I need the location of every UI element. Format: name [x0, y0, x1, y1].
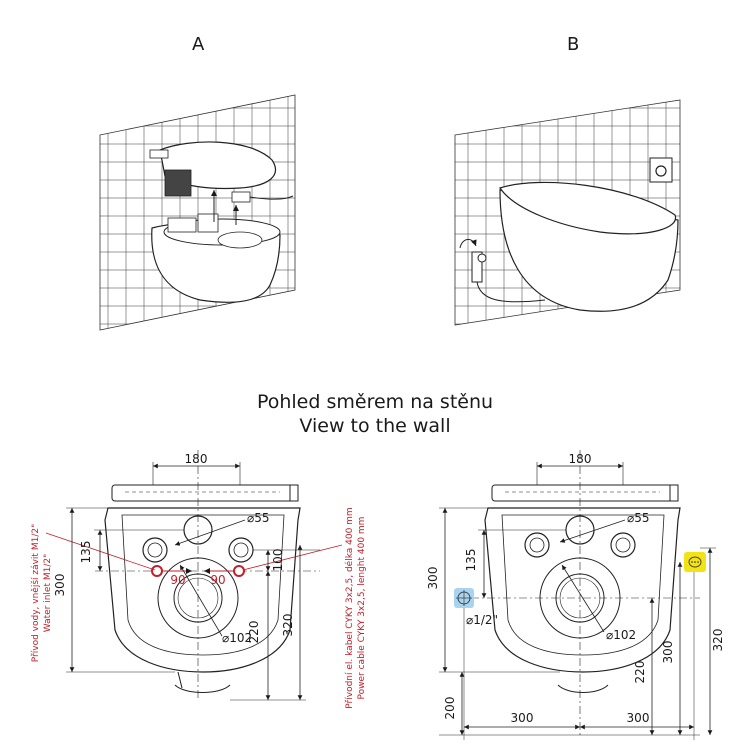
left-dim-55: ⌀55 [247, 511, 270, 525]
right-dim-135: 135 [464, 549, 478, 572]
wall-view-drawing-right: 180 ⌀55 135 300 ⌀1/2" 200 ⌀102 220 300 3… [426, 450, 725, 740]
left-dim-300: 300 [53, 574, 67, 597]
view-a-label: A [192, 34, 205, 55]
power-cable-point [233, 565, 245, 577]
right-dim-bottom-left: 300 [511, 711, 534, 725]
left-dim-135: 135 [79, 541, 93, 564]
right-dim-320: 320 [711, 629, 725, 652]
power-cable-en: Power cable CYKY 3x2,5, lenght 400 mm [357, 517, 367, 700]
left-dim-180: 180 [185, 452, 208, 466]
left-dim-90-right: 90 [210, 573, 225, 587]
heading-english: View to the wall [299, 415, 451, 437]
left-dim-220: 220 [247, 621, 261, 644]
right-dim-180: 180 [569, 452, 592, 466]
right-dim-bottom-right: 300 [627, 711, 650, 725]
power-cable-cz: Přívodní el. kabel CYKY 3x2,5, délka 400… [344, 507, 355, 708]
left-dim-100: 100 [271, 549, 285, 572]
heading-czech: Pohled směrem na stěnu [256, 391, 494, 413]
water-inlet-point [151, 565, 163, 577]
right-dim-300-right: 300 [661, 641, 675, 664]
illustration-a [99, 94, 296, 331]
view-b-label: B [567, 34, 580, 55]
right-dim-200: 200 [443, 697, 457, 720]
right-dim-half-inch: ⌀1/2" [466, 613, 498, 627]
left-dim-102: ⌀102 [222, 631, 252, 645]
wall-view-drawing-left: 180 ⌀55 135 300 90 90 100 220 320 ⌀102 P… [30, 450, 367, 709]
left-dim-90-left: 90 [170, 573, 185, 587]
water-inlet-en: Water inlet M1/2" [43, 554, 53, 633]
right-dim-300-left: 300 [426, 567, 440, 590]
control-unit-a [164, 169, 192, 197]
right-dim-220: 220 [633, 661, 647, 684]
left-dim-320: 320 [281, 614, 295, 637]
seat-lid-b [499, 181, 677, 235]
water-inlet-cz: Přívod vody, vnější závit M1/2" [30, 524, 41, 662]
illustration-b [454, 99, 681, 326]
right-dim-102: ⌀102 [606, 628, 636, 642]
right-dim-55: ⌀55 [627, 511, 650, 525]
